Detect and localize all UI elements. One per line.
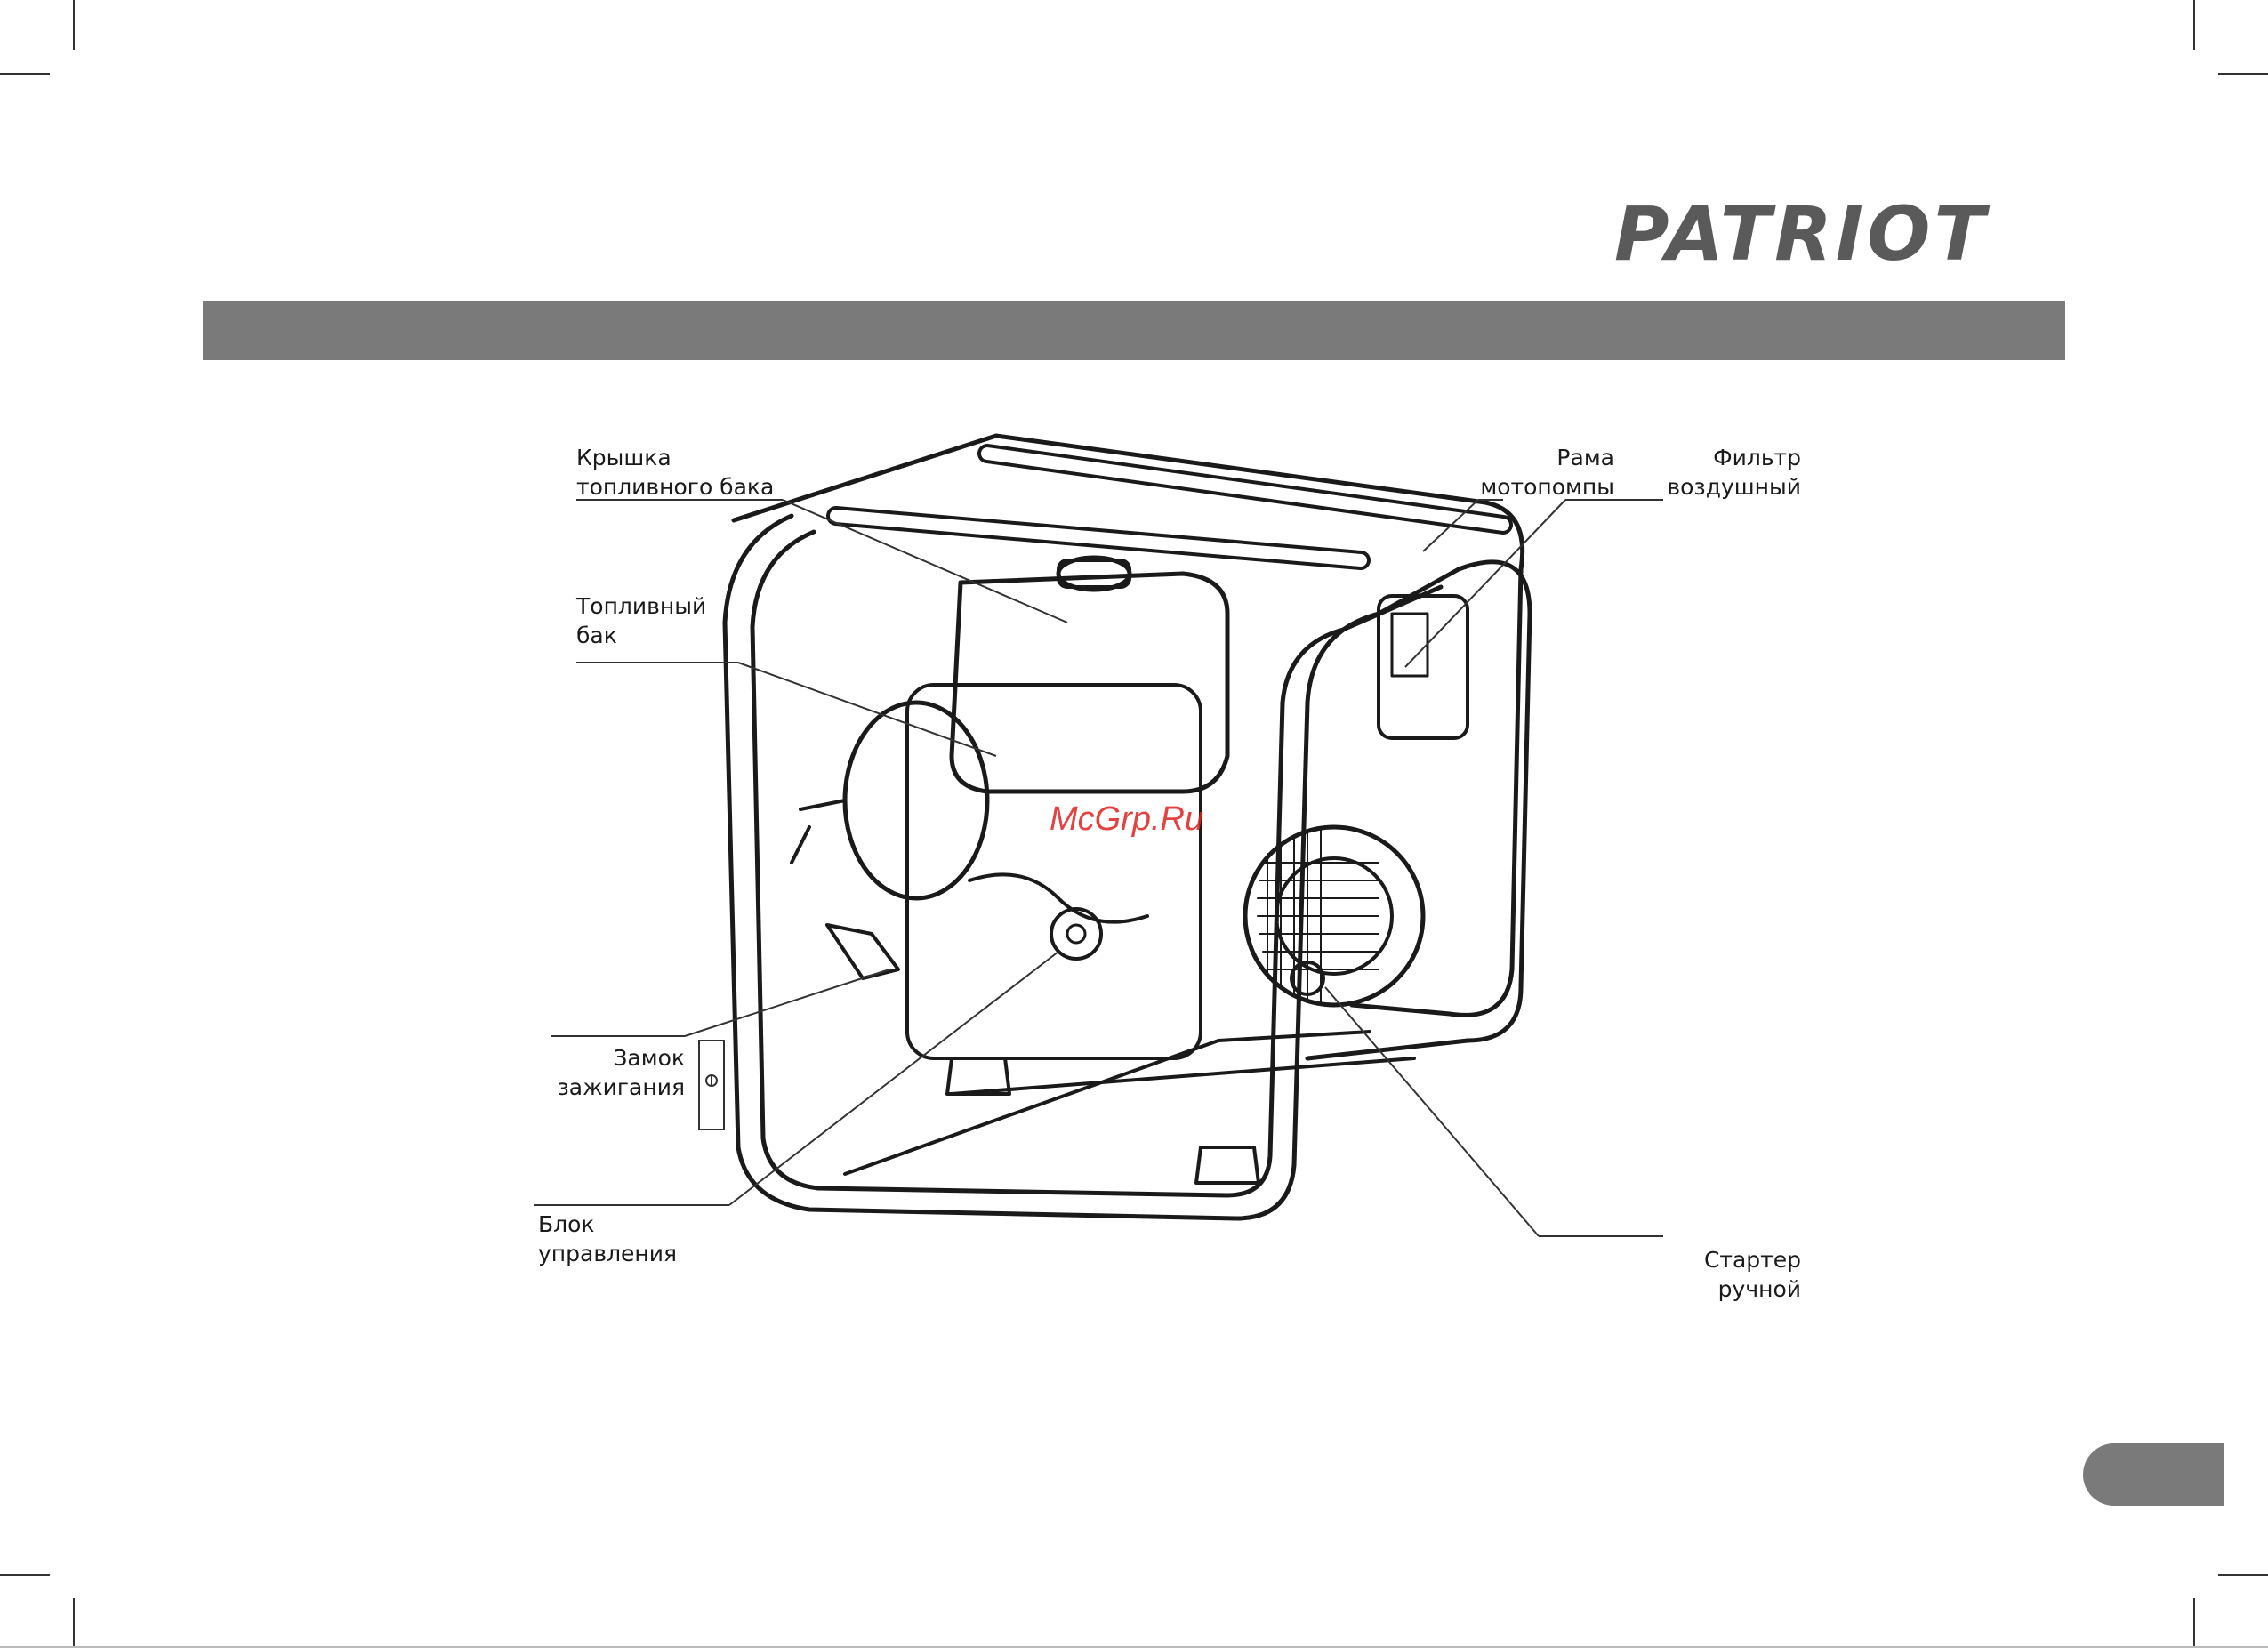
label-starter: Стартер ручной <box>1619 1245 1801 1304</box>
label-air-filter: Фильтр воздушный <box>1619 443 1801 502</box>
ignition-key-icon <box>699 1041 724 1129</box>
label-control-unit: Блок управления <box>538 1210 677 1268</box>
motor-pump-diagram <box>525 418 1823 1316</box>
label-fuel-tank: Топливный бак <box>576 591 706 650</box>
label-frame: Рама мотопомпы <box>1423 443 1614 502</box>
logo-text: PATRIOT <box>1614 194 1989 274</box>
watermark: McGrp.Ru <box>1050 800 1203 839</box>
crop-mark <box>2193 1598 2195 1648</box>
label-ignition-lock: Замок зажигания <box>516 1043 685 1102</box>
section-header-bar <box>203 301 2065 360</box>
page-number-tab <box>2083 1443 2224 1506</box>
crop-mark <box>0 1574 50 1576</box>
crop-mark <box>73 1598 75 1648</box>
crop-mark <box>2218 73 2268 75</box>
crop-mark <box>73 0 75 50</box>
label-fuel-cap: Крышка топливного бака <box>576 443 774 502</box>
crop-mark <box>0 73 50 75</box>
crop-mark <box>2218 1574 2268 1576</box>
patriot-logo: PATRIOT <box>1614 194 2068 274</box>
crop-mark <box>2193 0 2195 50</box>
